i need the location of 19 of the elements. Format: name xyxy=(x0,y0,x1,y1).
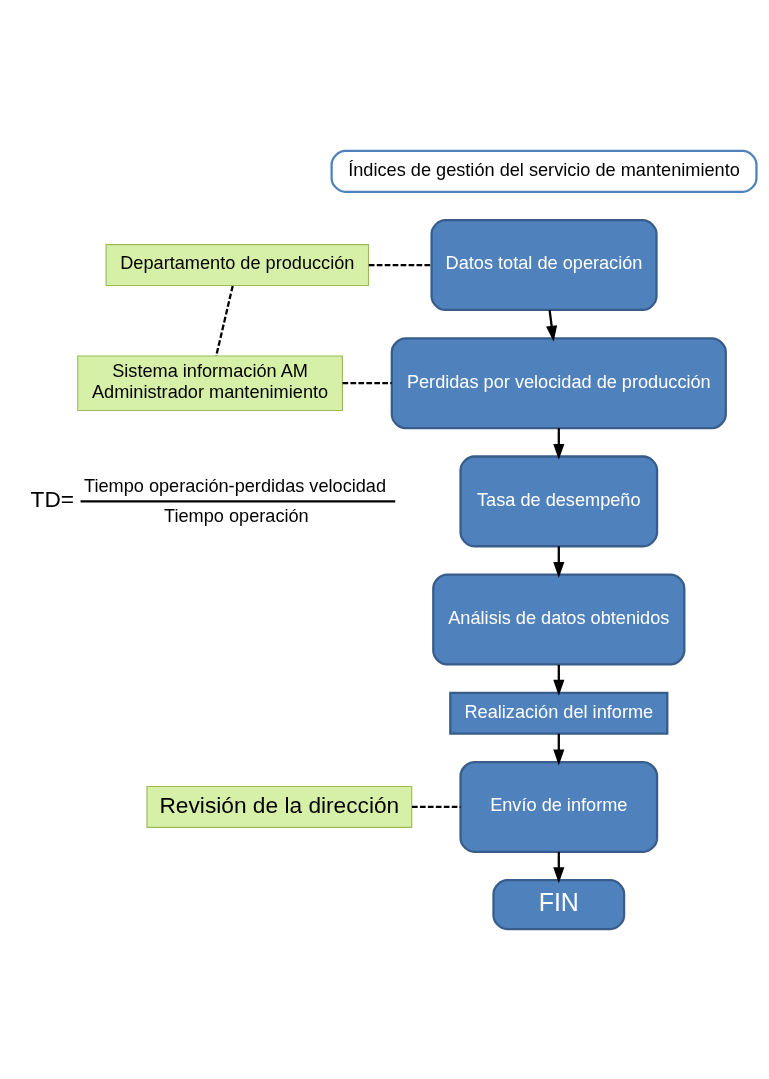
connector xyxy=(342,381,392,384)
node-box: Datos total de operación xyxy=(429,218,658,311)
node-box: Índices de gestión del servicio de mantenimiento xyxy=(329,149,758,193)
node-box: Sistema información AM Administrador mantenimiento xyxy=(76,354,343,411)
label: Tiempo operación xyxy=(163,505,309,526)
connector xyxy=(214,285,234,356)
connector xyxy=(368,263,431,266)
connector xyxy=(411,805,460,808)
node-box: Departamento de producción xyxy=(105,243,369,286)
arrow xyxy=(545,309,557,342)
node-box: Revisión de la dirección xyxy=(145,785,412,828)
node-box: Envío de informe xyxy=(458,760,658,853)
node-box: Perdidas por velocidad de producción xyxy=(390,336,727,429)
node-box: FIN xyxy=(491,878,625,930)
node-box: Tasa de desempeño xyxy=(458,454,658,547)
node-box: Análisis de datos obtenidos xyxy=(431,573,685,666)
label: Tiempo operación-perdidas velocidad xyxy=(83,475,386,496)
node-box: Realización del informe xyxy=(448,691,668,735)
label: TD= xyxy=(30,485,74,512)
